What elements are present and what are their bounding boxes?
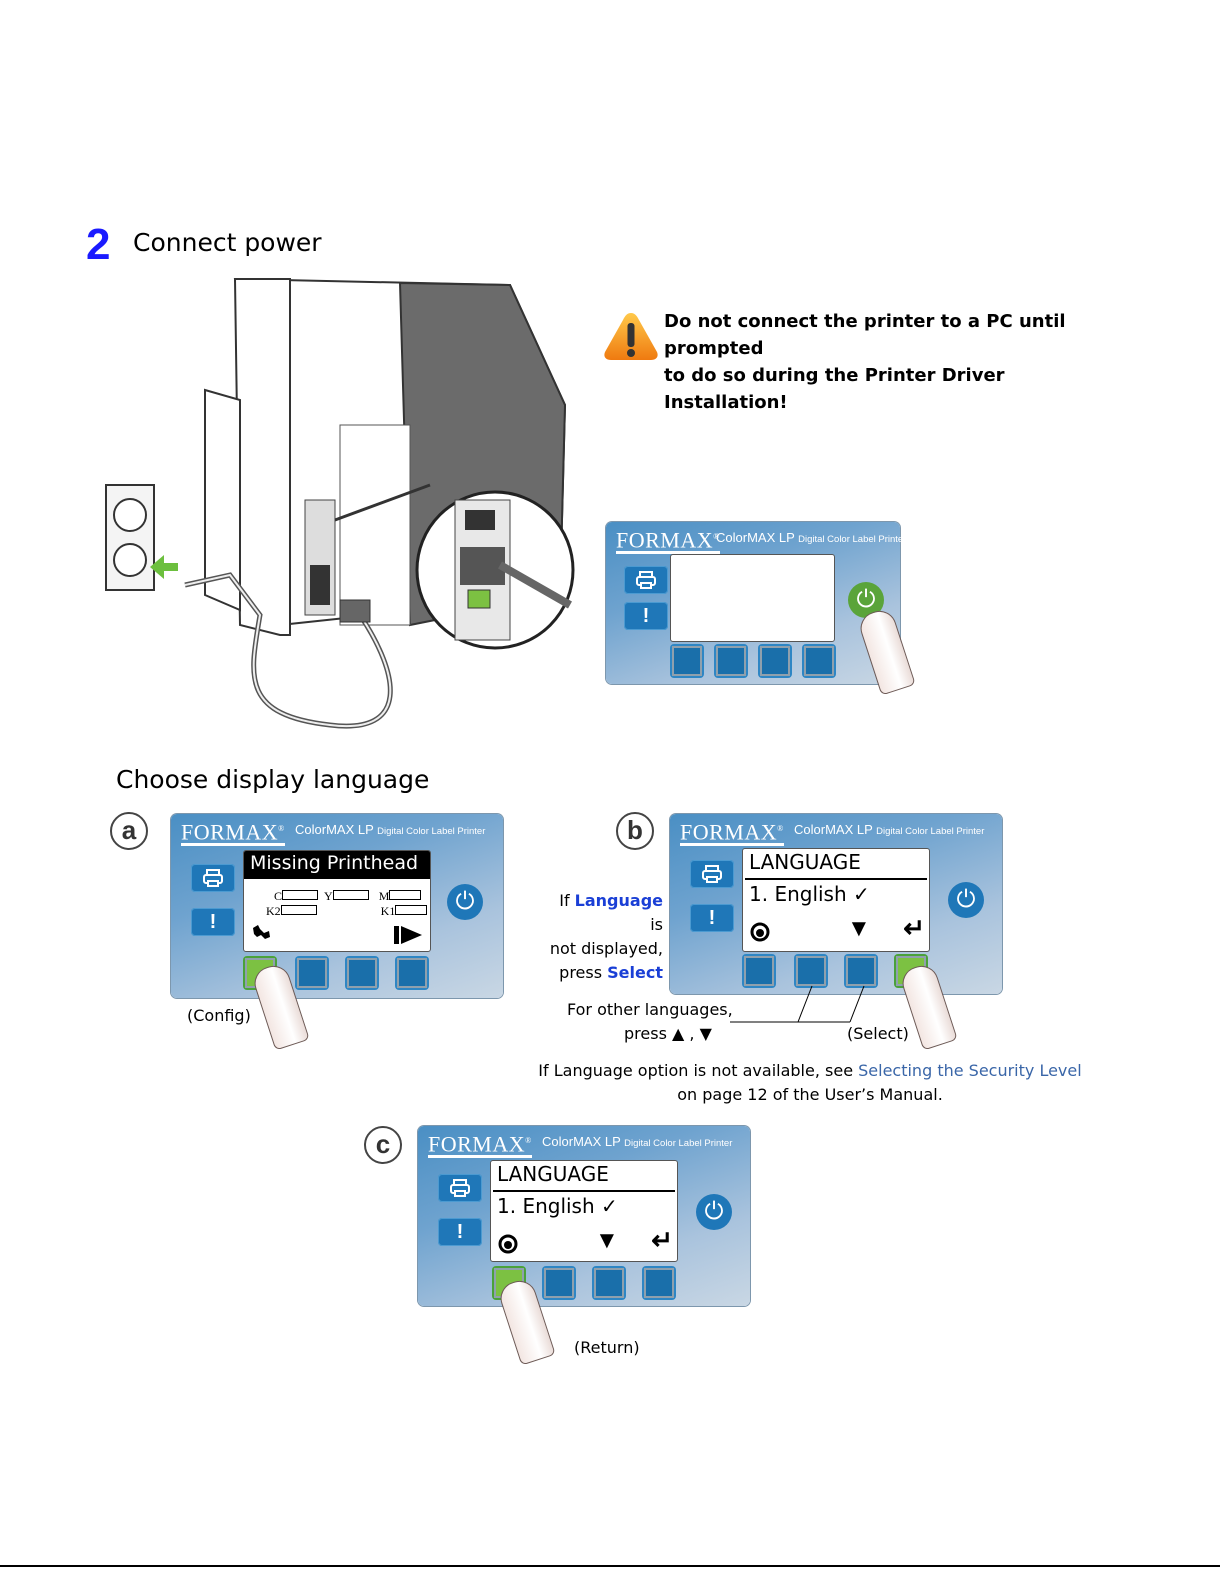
printer-button[interactable] (624, 566, 668, 594)
printer-power-illustration (105, 277, 575, 729)
page-bottom-rule (0, 1565, 1220, 1567)
play-icon (394, 926, 422, 944)
step-title: Connect power (133, 228, 322, 257)
brand-logo: FORMAX® (428, 1131, 532, 1159)
return-caption: (Return) (574, 1338, 640, 1357)
control-panel-power: FORMAX® ColorMAX LP Digital Color Label … (606, 522, 906, 684)
soft-key-up[interactable] (794, 954, 828, 988)
soft-key-4[interactable] (802, 644, 836, 678)
alert-button[interactable]: ! (690, 904, 734, 932)
soft-key-3[interactable] (345, 956, 379, 990)
printer-button[interactable] (690, 860, 734, 888)
control-panel-a: FORMAX® ColorMAX LP Digital Color Label … (171, 814, 503, 998)
power-icon: ⏻ (956, 886, 976, 913)
power-button[interactable]: ⏻ (948, 882, 984, 918)
model-name: ColorMAX LP Digital Color Label Printer (794, 822, 985, 837)
alert-button[interactable]: ! (191, 908, 235, 936)
power-icon: ⏻ (455, 888, 475, 915)
soft-key-2[interactable] (542, 1266, 576, 1300)
lcd-item: 1. English ✓ (749, 882, 870, 906)
alert-button[interactable]: ! (438, 1218, 482, 1246)
warning-triangle-icon (604, 313, 658, 360)
check-icon: ✓ (601, 1194, 618, 1218)
down-arrow-icon: ▼ (595, 1227, 619, 1254)
lcd-screen-language: LANGUAGE 1. English ✓ ▼ ↵ (490, 1160, 678, 1262)
lcd-header: Missing Printhead (244, 851, 430, 879)
language-not-displayed-note: If Language is not displayed, press Sele… (549, 891, 663, 982)
wall-outlet (105, 484, 178, 591)
enter-icon: ↵ (651, 1225, 673, 1255)
soft-key-down[interactable] (844, 954, 878, 988)
warning-line-2: to do so during the Printer Driver Insta… (664, 365, 1005, 413)
model-name: ColorMAX LP Digital Color Label Printer (542, 1134, 733, 1149)
enter-icon: ↵ (903, 913, 925, 943)
printer-icon (450, 1179, 470, 1197)
language-fallback-note: If Language option is not available, see… (538, 1061, 1082, 1104)
power-button[interactable]: ⏻ (696, 1194, 732, 1230)
step-number: 2 (86, 220, 111, 269)
printer-button[interactable] (191, 864, 235, 892)
brand-logo: FORMAX® (181, 819, 285, 847)
return-icon (750, 922, 770, 942)
section-title: Choose display language (116, 765, 430, 794)
warning-line-1: Do not connect the printer to a PC until… (664, 311, 1066, 359)
down-arrow-icon: ▼ (699, 1024, 712, 1043)
lcd-title: LANGUAGE (749, 850, 861, 874)
brand-logo: FORMAX® (616, 527, 720, 555)
control-panel-c: FORMAX® ColorMAX LP Digital Color Label … (418, 1126, 750, 1306)
step-label-c: c (364, 1126, 402, 1164)
lcd-item: 1. English ✓ (497, 1194, 618, 1218)
soft-key-4[interactable] (395, 956, 429, 990)
printer-icon (702, 865, 722, 883)
printer-icon (636, 571, 656, 589)
soft-key-4[interactable] (642, 1266, 676, 1300)
alert-button[interactable]: ! (624, 602, 668, 630)
leader-lines (730, 985, 865, 1023)
step-label-a: a (110, 812, 148, 850)
control-panel-b: FORMAX® ColorMAX LP Digital Color Label … (670, 814, 1002, 994)
soft-key-3[interactable] (592, 1266, 626, 1300)
security-level-link[interactable]: Selecting the Security Level (858, 1061, 1082, 1080)
power-cord (184, 572, 393, 729)
soft-key-1[interactable] (742, 954, 776, 988)
wrench-icon (253, 925, 270, 939)
select-caption: (Select) (847, 1024, 909, 1043)
soft-key-1[interactable] (670, 644, 704, 678)
return-icon (498, 1234, 518, 1254)
printer-button[interactable] (438, 1174, 482, 1202)
model-name: ColorMAX LP Digital Color Label Printer (716, 530, 907, 545)
lcd-screen-blank (670, 554, 835, 642)
other-languages-line1: For other languages, (567, 1000, 733, 1019)
other-languages-line2: press ▲ , ▼ (624, 1024, 712, 1043)
printer-icon (203, 869, 223, 887)
check-icon: ✓ (853, 882, 870, 906)
power-icon: ⏻ (856, 586, 876, 613)
power-button[interactable]: ⏻ (447, 884, 483, 920)
power-icon: ⏻ (704, 1198, 724, 1225)
soft-key-3[interactable] (758, 644, 792, 678)
down-arrow-icon: ▼ (847, 915, 871, 942)
config-caption: (Config) (187, 1006, 251, 1025)
zoom-inset-power-switch (334, 483, 575, 650)
soft-key-2[interactable] (714, 644, 748, 678)
soft-key-2[interactable] (295, 956, 329, 990)
lcd-title: LANGUAGE (497, 1162, 609, 1186)
up-arrow-icon: ▲ (672, 1024, 685, 1043)
warning-message: Do not connect the printer to a PC until… (664, 308, 1134, 416)
lcd-screen-language: LANGUAGE 1. English ✓ ▼ ↵ (742, 848, 930, 952)
step-label-b: b (616, 812, 654, 850)
model-name: ColorMAX LP Digital Color Label Printer (295, 822, 486, 837)
brand-logo: FORMAX® (680, 819, 784, 847)
